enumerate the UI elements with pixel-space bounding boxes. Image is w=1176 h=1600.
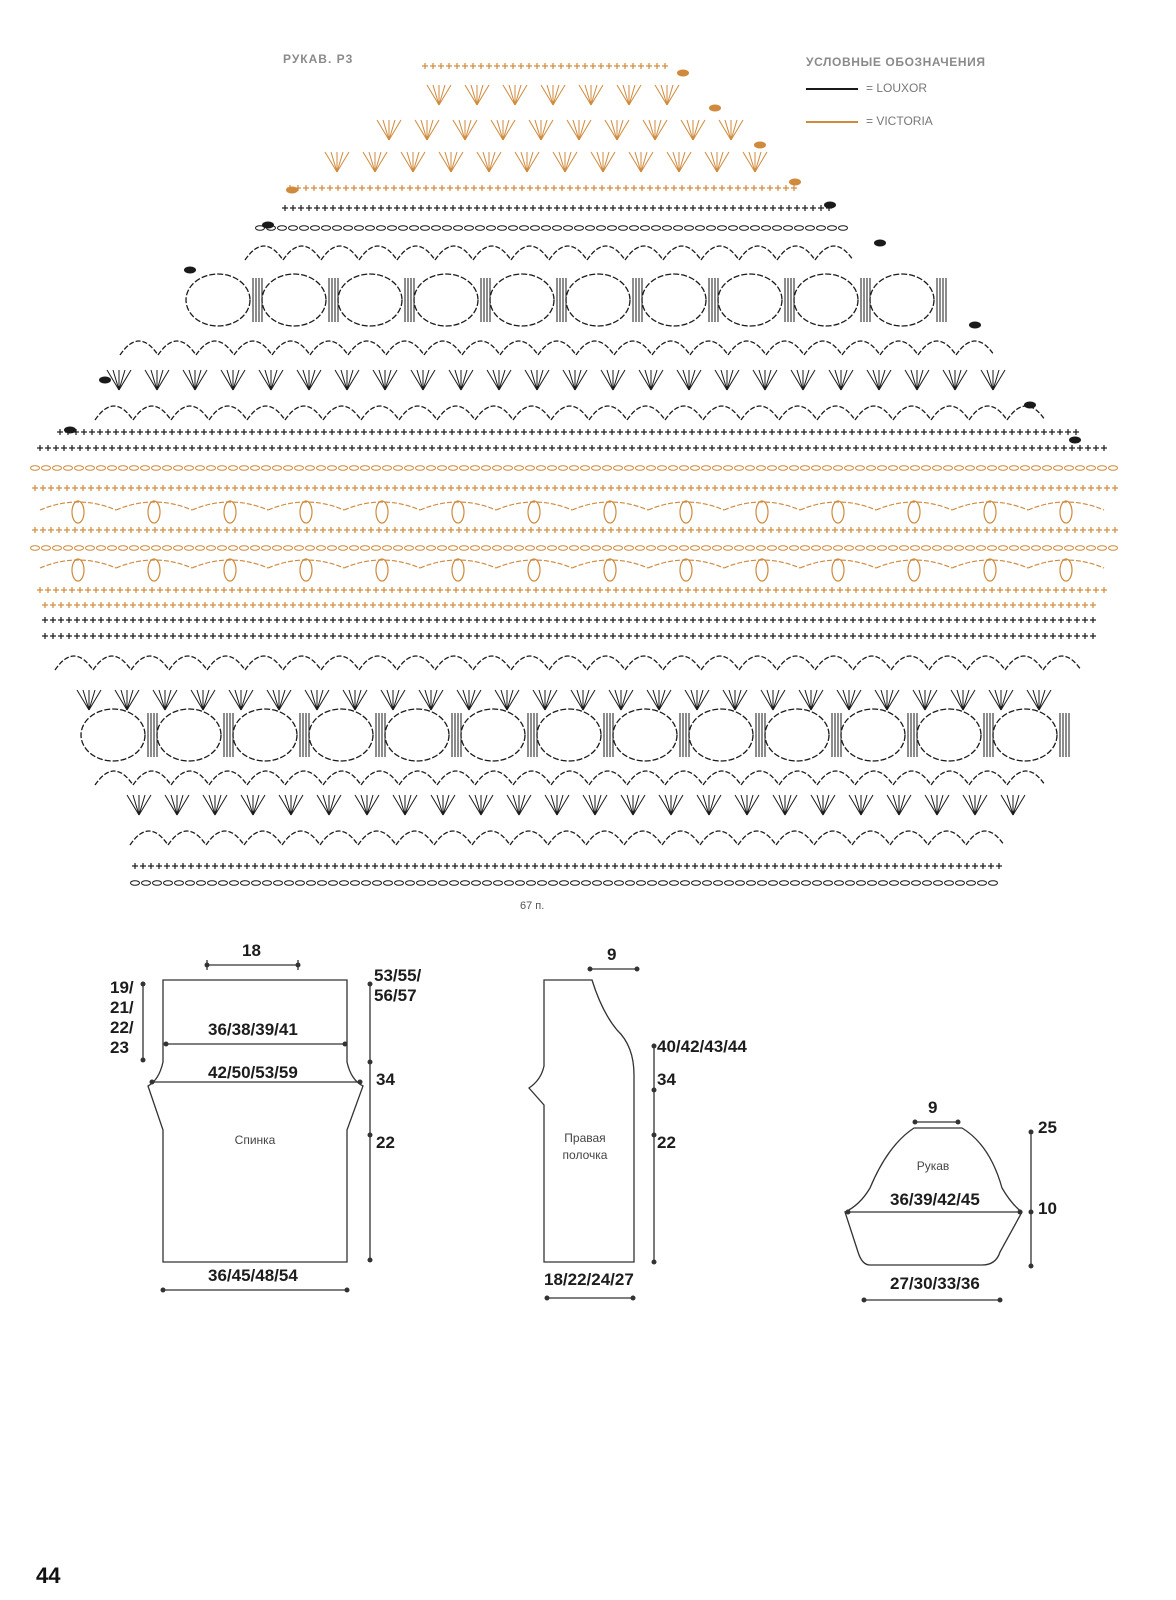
front-piece-label: Правая полочка (562, 1131, 608, 1162)
stitch-count: 67 п. (520, 900, 545, 912)
back-neck-dim: 18 (242, 941, 261, 960)
front-neck-dim: 9 (607, 945, 617, 964)
back-total-height-dim: 53/55/ 56/57 (374, 966, 422, 1005)
sleeve-top-dim: 9 (928, 1098, 938, 1117)
sleeve-outline (844, 1127, 1023, 1266)
legend-swatch-victoria (806, 121, 858, 123)
sleeve-width-dim: 36/39/42/45 (890, 1190, 980, 1209)
sleeve-piece-label: Рукав (916, 1159, 950, 1173)
page-number: 44 (36, 1563, 61, 1588)
back-armhole-dim: 34 (376, 1070, 395, 1089)
sleeve-cuff-dim: 27/30/33/36 (890, 1274, 980, 1293)
legend-swatch-louxor (806, 88, 858, 90)
crochet-chart-rows (30, 63, 1118, 886)
back-hem-dim: 36/45/48/54 (208, 1266, 298, 1285)
front-total-height-dim: 40/42/43/44 (657, 1037, 747, 1056)
back-outline (147, 979, 364, 1263)
chart-title: РУКАВ. Р3 (283, 52, 354, 66)
back-side-dim: 22 (376, 1133, 395, 1152)
front-side-dim: 22 (657, 1133, 676, 1152)
sleeve-height-dim: 25 (1038, 1118, 1057, 1137)
legend-label-victoria: = VICTORIA (866, 114, 933, 128)
front-outline (528, 979, 635, 1263)
back-bust-dim: 42/50/53/59 (208, 1063, 298, 1082)
back-piece-label: Спинка (234, 1133, 276, 1147)
back-left-height-dim: 19/ 21/ 22/ 23 (110, 978, 134, 1057)
legend-title: УСЛОВНЫЕ ОБОЗНАЧЕНИЯ (806, 55, 986, 69)
front-armhole-dim: 34 (657, 1070, 676, 1089)
sleeve-cap-dim: 10 (1038, 1199, 1057, 1218)
front-hem-dim: 18/22/24/27 (544, 1270, 634, 1289)
back-shoulder-dim: 36/38/39/41 (208, 1020, 298, 1039)
legend-label-louxor: = LOUXOR (866, 81, 928, 95)
